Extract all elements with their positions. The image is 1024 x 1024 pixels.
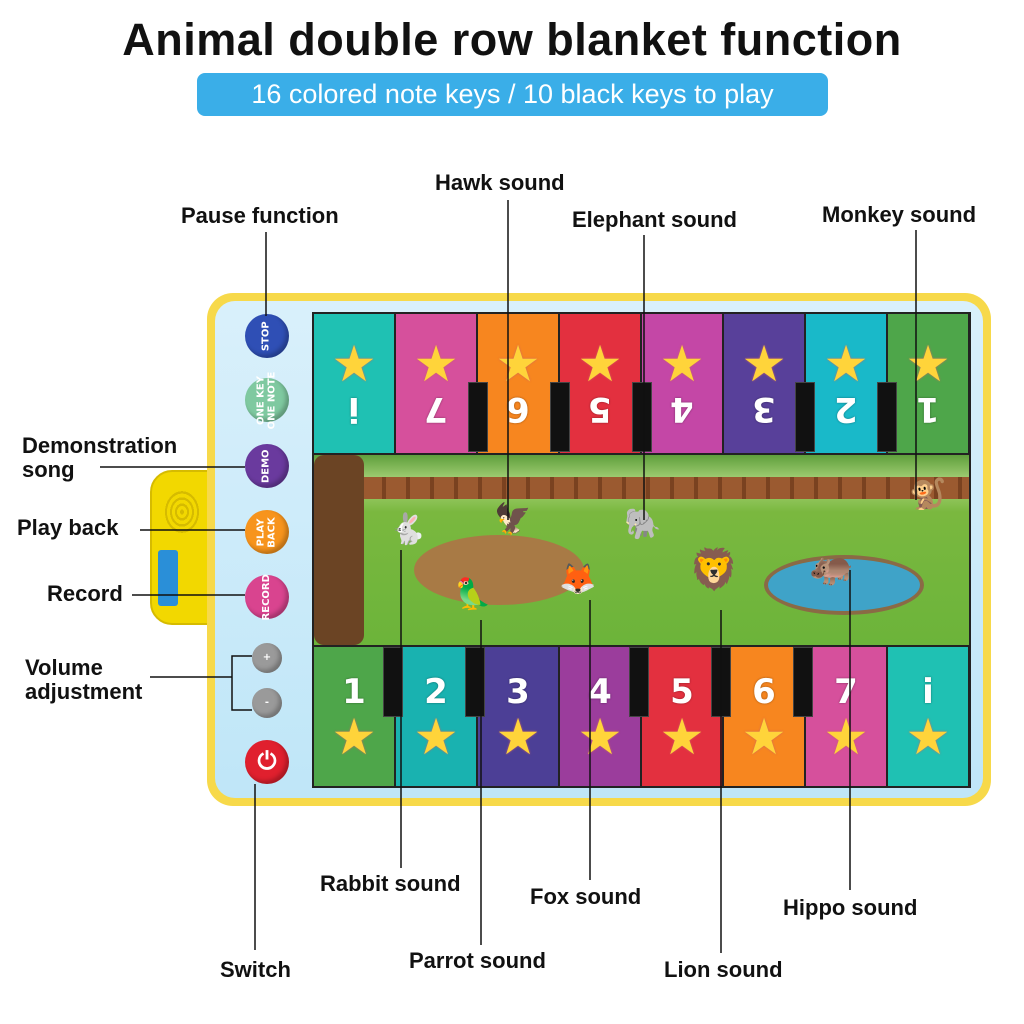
playback-button[interactable]: PLAY BACK bbox=[245, 510, 289, 554]
label-hippo: Hippo sound bbox=[783, 895, 918, 920]
elephant-icon: 🐘 bbox=[624, 507, 662, 542]
button-label: ⏻ bbox=[257, 747, 277, 776]
volume-down-button[interactable]: - bbox=[252, 688, 282, 718]
black-key-bottom[interactable] bbox=[793, 647, 813, 717]
label-demo-2: song bbox=[22, 457, 75, 482]
page-title: Animal double row blanket function bbox=[122, 14, 902, 65]
fence bbox=[314, 477, 969, 499]
label-hawk: Hawk sound bbox=[435, 170, 565, 195]
key-number: 5 bbox=[670, 671, 694, 712]
piano-key-bottom[interactable]: 6★ bbox=[724, 647, 806, 786]
star-icon: ★ bbox=[577, 334, 623, 393]
label-rabbit: Rabbit sound bbox=[320, 871, 461, 896]
star-icon: ★ bbox=[331, 334, 377, 393]
black-key-top[interactable] bbox=[877, 382, 897, 452]
label-volume-2: adjustment bbox=[25, 679, 143, 704]
label-parrot: Parrot sound bbox=[409, 948, 546, 973]
label-lion: Lion sound bbox=[664, 957, 783, 982]
stop-button[interactable]: STOP bbox=[245, 314, 289, 358]
black-key-bottom[interactable] bbox=[383, 647, 403, 717]
key-number: 7 bbox=[834, 671, 858, 712]
key-number: i̇ bbox=[922, 671, 934, 712]
star-icon: ★ bbox=[495, 334, 541, 393]
piano-key-top[interactable]: ★i̇ bbox=[314, 314, 396, 453]
key-number: 6 bbox=[752, 671, 776, 712]
piano-key-bottom[interactable]: 7★ bbox=[806, 647, 888, 786]
parrot-icon: 🦜 bbox=[454, 577, 492, 612]
star-icon: ★ bbox=[823, 707, 869, 766]
lion-icon: 🦁 bbox=[689, 547, 739, 593]
piano-key-bottom[interactable]: 1★ bbox=[314, 647, 396, 786]
demo-button[interactable]: DEMO bbox=[245, 444, 289, 488]
label-volume-1: Volume bbox=[25, 655, 103, 680]
piano-key-top[interactable]: ★3 bbox=[724, 314, 806, 453]
fox-icon: 🦊 bbox=[559, 562, 597, 597]
button-label: - bbox=[264, 696, 270, 708]
key-number: 3 bbox=[506, 671, 530, 712]
volume-up-button[interactable]: + bbox=[252, 643, 282, 673]
power-button[interactable]: ⏻ bbox=[245, 740, 289, 784]
hawk-icon: 🦅 bbox=[494, 502, 532, 537]
record-button[interactable]: RECORD bbox=[245, 574, 289, 620]
speaker-grille-icon bbox=[164, 490, 200, 534]
zoo-scene: 🐇 🦅 🐘 🐒 🦜 🦊 🦁 🦛 bbox=[314, 455, 969, 645]
star-icon: ★ bbox=[413, 334, 459, 393]
label-elephant: Elephant sound bbox=[572, 207, 737, 232]
label-demo-1: Demonstration bbox=[22, 433, 178, 458]
star-icon: ★ bbox=[741, 334, 787, 393]
label-playback: Play back bbox=[17, 515, 119, 540]
star-icon: ★ bbox=[659, 707, 705, 766]
label-fox: Fox sound bbox=[530, 884, 642, 909]
monkey-icon: 🐒 bbox=[909, 477, 947, 512]
piano-key-top[interactable]: ★4 bbox=[642, 314, 724, 453]
black-key-top[interactable] bbox=[795, 382, 815, 452]
piano-key-bottom[interactable]: 2★ bbox=[396, 647, 478, 786]
piano-key-top[interactable]: ★6 bbox=[478, 314, 560, 453]
star-icon: ★ bbox=[905, 334, 951, 393]
piano-key-top[interactable]: ★5 bbox=[560, 314, 642, 453]
piano-key-bottom[interactable]: 5★ bbox=[642, 647, 724, 786]
black-key-top[interactable] bbox=[468, 382, 488, 452]
star-icon: ★ bbox=[905, 707, 951, 766]
dirt-path bbox=[414, 535, 584, 605]
piano-key-top[interactable]: ★1 bbox=[888, 314, 970, 453]
star-icon: ★ bbox=[331, 707, 377, 766]
black-key-top[interactable] bbox=[550, 382, 570, 452]
black-key-bottom[interactable] bbox=[465, 647, 485, 717]
tree-trunk bbox=[314, 455, 364, 645]
label-pause: Pause function bbox=[181, 203, 339, 228]
pond bbox=[764, 555, 924, 615]
piano-key-bottom[interactable]: 4★ bbox=[560, 647, 642, 786]
label-record: Record bbox=[47, 581, 123, 606]
star-icon: ★ bbox=[741, 707, 787, 766]
subtitle-banner: 16 colored note keys / 10 black keys to … bbox=[197, 73, 828, 116]
button-label: + bbox=[262, 651, 272, 663]
key-number: 2 bbox=[424, 671, 448, 712]
black-key-top[interactable] bbox=[632, 382, 652, 452]
label-switch: Switch bbox=[220, 957, 291, 982]
star-icon: ★ bbox=[577, 707, 623, 766]
star-icon: ★ bbox=[823, 334, 869, 393]
key-number: 4 bbox=[588, 671, 612, 712]
hippo-icon: 🦛 bbox=[809, 547, 854, 588]
star-icon: ★ bbox=[495, 707, 541, 766]
black-key-bottom[interactable] bbox=[629, 647, 649, 717]
star-icon: ★ bbox=[659, 334, 705, 393]
one-key-one-note-button[interactable]: ONE KEY ONE NOTE bbox=[245, 371, 289, 429]
piano-key-bottom[interactable]: i̇★ bbox=[888, 647, 970, 786]
key-number: 1 bbox=[342, 671, 366, 712]
piano-key-bottom[interactable]: 3★ bbox=[478, 647, 560, 786]
rabbit-icon: 🐇 bbox=[389, 512, 427, 547]
battery-window bbox=[158, 550, 178, 606]
label-monkey: Monkey sound bbox=[822, 202, 977, 227]
star-icon: ★ bbox=[413, 707, 459, 766]
